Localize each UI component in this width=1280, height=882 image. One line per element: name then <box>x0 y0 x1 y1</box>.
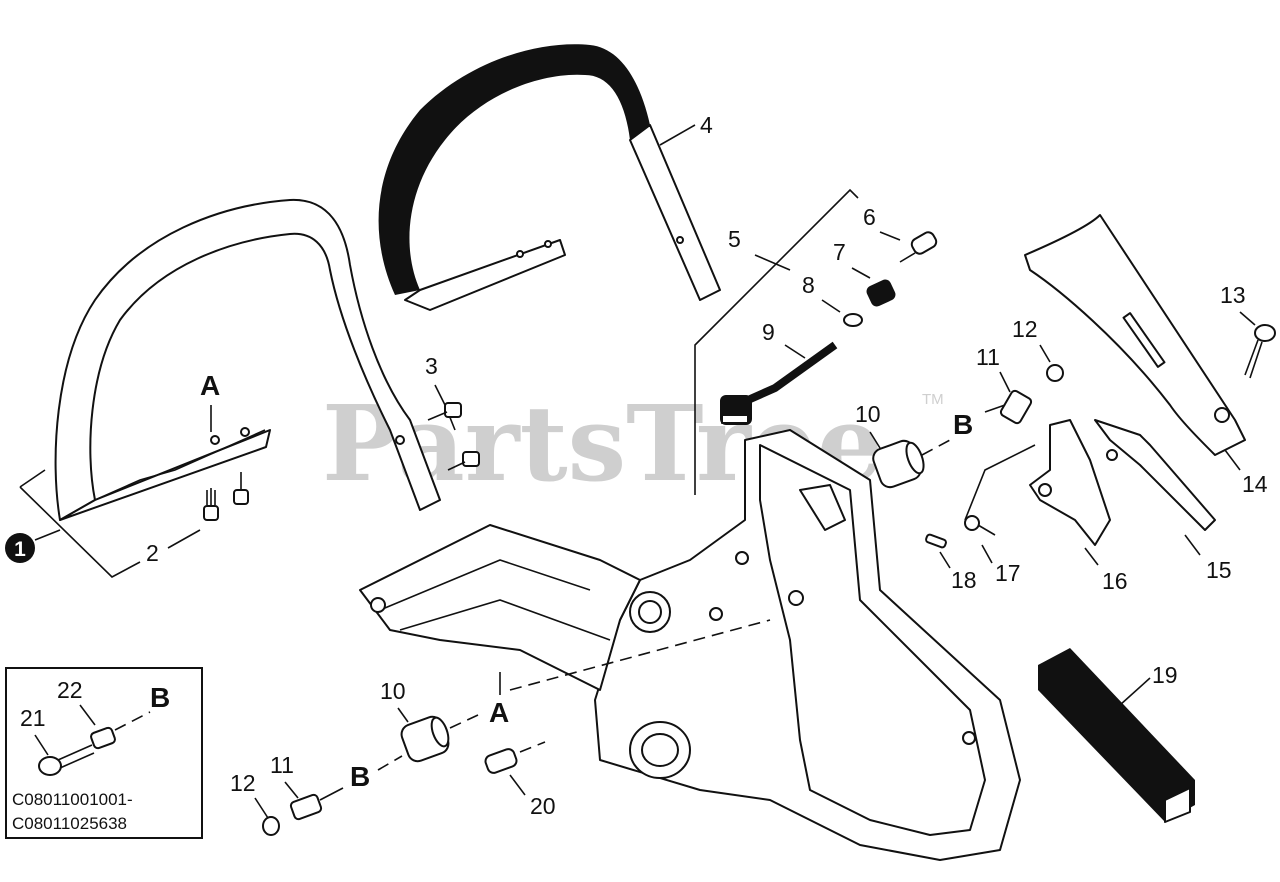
callout-17: 17 <box>995 560 1021 586</box>
part-12-upper <box>1046 364 1064 382</box>
front-handle <box>378 44 721 311</box>
ref-b-upper: B <box>953 409 973 440</box>
callout-3: 3 <box>425 353 438 379</box>
screw-3b <box>447 451 480 471</box>
callout-18: 18 <box>951 567 977 593</box>
part-10-lower <box>400 715 450 763</box>
callout-20: 20 <box>530 793 556 819</box>
callout-11-lower: 11 <box>270 752 294 778</box>
callout-13: 13 <box>1220 282 1246 308</box>
callout-1-badge <box>5 533 35 563</box>
callout-10-upper: 10 <box>855 401 881 427</box>
part-8-ring <box>843 313 863 327</box>
part-6-plug <box>899 231 938 263</box>
inset-serial-box: 22 21 B C08011001001- C08011025638 <box>5 667 203 839</box>
part-12-lower <box>262 816 280 836</box>
ref-a-top: A <box>200 370 220 401</box>
callout-9: 9 <box>762 319 775 345</box>
part-20-fitting <box>484 741 546 774</box>
part-22-spacer <box>90 726 116 750</box>
part-13-bolt <box>1244 324 1276 379</box>
callout-12-upper: 12 <box>1012 316 1038 342</box>
callout-22: 22 <box>57 677 83 703</box>
callout-4: 4 <box>700 112 713 138</box>
ref-a-lower: A <box>489 697 509 728</box>
inset-serial-line-2: C08011025638 <box>12 814 127 833</box>
screw-2a <box>203 488 219 521</box>
watermark-trademark: TM <box>922 391 944 408</box>
inset-serial-line-1: C08011001001- <box>12 790 133 809</box>
part-11-upper <box>984 389 1033 425</box>
screw-2b <box>233 472 249 505</box>
callout-5: 5 <box>728 226 741 252</box>
part-15-lever <box>1094 419 1216 531</box>
callout-19: 19 <box>1152 662 1178 688</box>
callout-8: 8 <box>802 272 815 298</box>
callout-6: 6 <box>863 204 876 230</box>
part-11-lower <box>289 787 344 821</box>
rear-handle-housing <box>359 429 1021 861</box>
front-handle-guard <box>54 198 441 521</box>
part-9-hose <box>720 341 838 425</box>
screw-3a <box>427 402 462 421</box>
part-10-upper <box>872 439 925 489</box>
part-14-cover <box>1024 214 1246 456</box>
part-16-trigger <box>1029 419 1111 546</box>
callout-11-upper: 11 <box>976 344 1000 370</box>
callout-1: 1 <box>14 538 26 561</box>
part-19-foam <box>1038 648 1195 823</box>
callout-2: 2 <box>146 540 159 566</box>
part-18-pin <box>925 533 947 549</box>
callout-15: 15 <box>1206 557 1232 583</box>
callout-7: 7 <box>833 239 846 265</box>
callout-16: 16 <box>1102 568 1128 594</box>
part-21-screw <box>38 744 95 776</box>
callout-14: 14 <box>1242 471 1268 497</box>
callout-12-lower: 12 <box>230 770 256 796</box>
callout-10-lower: 10 <box>380 678 406 704</box>
callout-21: 21 <box>20 705 46 731</box>
ref-b-lower: B <box>350 761 370 792</box>
part-7-grommet <box>866 279 896 307</box>
part-17-spring <box>964 444 1036 536</box>
ref-b-inset: B <box>150 682 170 713</box>
